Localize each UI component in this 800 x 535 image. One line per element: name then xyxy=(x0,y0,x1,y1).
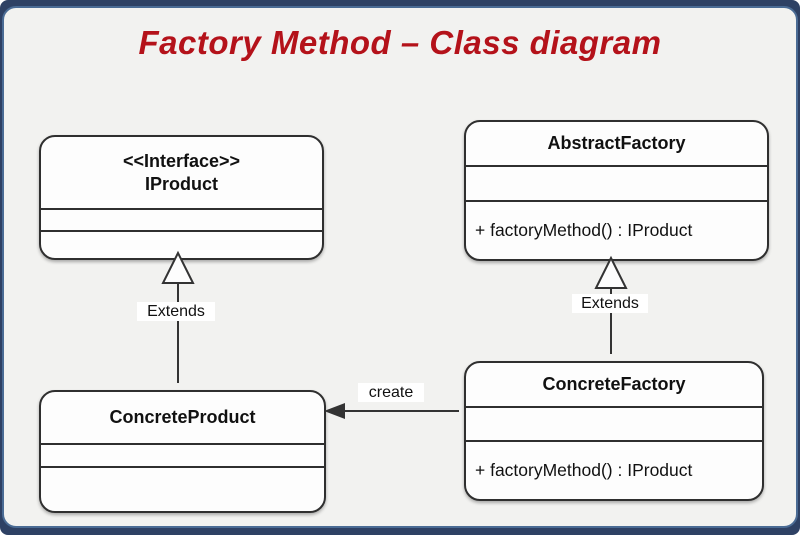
class-box-concreteproduct: ConcreteProduct xyxy=(39,390,326,513)
attributes-compartment-concretefactory xyxy=(466,408,762,442)
class-header-concreteproduct: ConcreteProduct xyxy=(41,392,324,445)
attributes-compartment-concreteproduct xyxy=(41,445,324,468)
class-name-abstractfactory: AbstractFactory xyxy=(547,133,686,153)
methods-compartment-concreteproduct xyxy=(41,468,324,511)
method-label-concretefactory: + factoryMethod() : IProduct xyxy=(475,460,693,480)
extends-left-label: Extends xyxy=(137,302,215,321)
extends-right-label: Extends xyxy=(572,294,648,313)
attributes-compartment-iproduct xyxy=(41,210,322,232)
stereotype-label: <<Interface>> xyxy=(122,150,241,171)
page-title: Factory Method – Class diagram xyxy=(138,24,662,61)
class-box-concretefactory: ConcreteFactory + factoryMethod() : IPro… xyxy=(464,361,764,501)
class-header-iproduct: <<Interface>> IProduct xyxy=(41,137,322,210)
class-header-abstractfactory: AbstractFactory xyxy=(466,122,767,167)
class-name-concreteproduct: ConcreteProduct xyxy=(109,407,256,427)
methods-compartment-iproduct xyxy=(41,232,322,258)
class-name-iproduct: IProduct xyxy=(144,173,218,194)
class-box-iproduct: <<Interface>> IProduct xyxy=(39,135,324,260)
class-header-concretefactory: ConcreteFactory xyxy=(466,363,762,408)
create-label: create xyxy=(358,383,424,402)
diagram-canvas: Factory Method – Class diagram <<Interfa… xyxy=(2,6,798,528)
class-name-concretefactory: ConcreteFactory xyxy=(542,374,686,394)
method-label-abstractfactory: + factoryMethod() : IProduct xyxy=(475,220,693,240)
attributes-compartment-abstractfactory xyxy=(466,167,767,202)
class-box-abstractfactory: AbstractFactory + factoryMethod() : IPro… xyxy=(464,120,769,261)
